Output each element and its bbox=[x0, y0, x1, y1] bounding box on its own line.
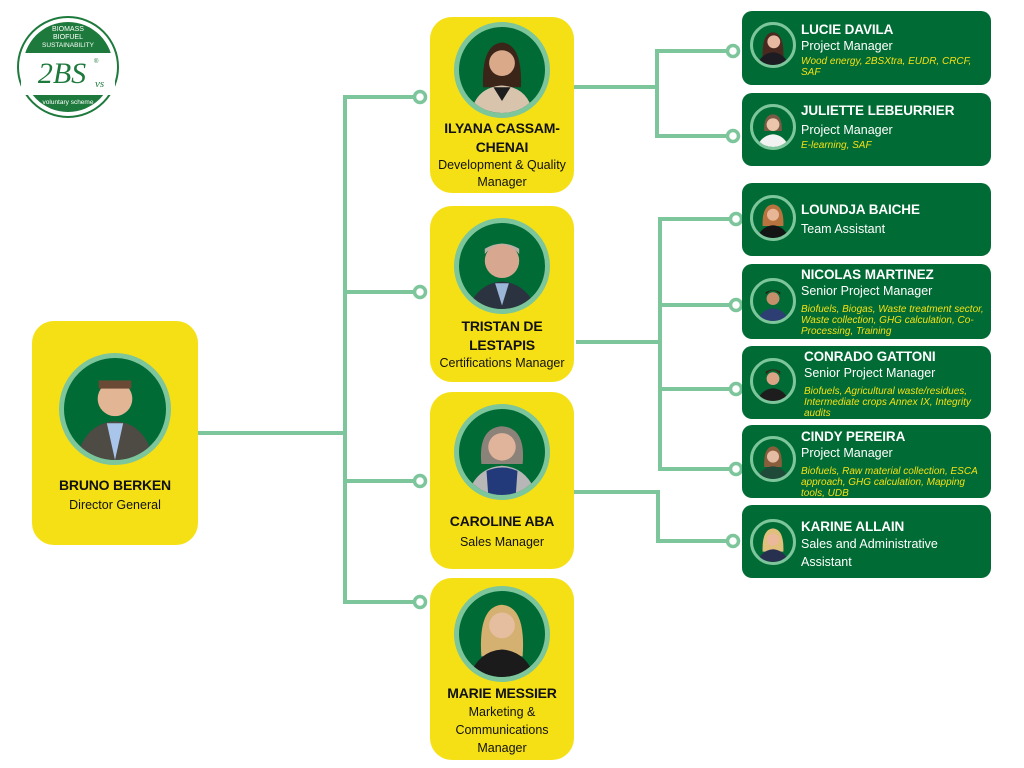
connector-node bbox=[728, 211, 744, 227]
connector-node bbox=[725, 533, 741, 549]
staff-role: Project Manager bbox=[801, 39, 893, 53]
staff-expertise: Wood energy, 2BSXtra, EUDR, CRCF, SAF bbox=[801, 56, 972, 78]
manager-card-caroline[interactable]: CAROLINE ABA Sales Manager bbox=[430, 392, 574, 569]
staff-card-conrado[interactable]: CONRADO GATTONI Senior Project Manager B… bbox=[742, 346, 991, 419]
staff-role: Project Manager bbox=[801, 446, 893, 460]
director-card[interactable]: BRUNO BERKEN Director General bbox=[32, 321, 198, 545]
connector-node bbox=[412, 594, 428, 610]
staff-role-line: Sales and Administrative bbox=[801, 537, 938, 551]
staff-photo bbox=[750, 195, 796, 241]
staff-card-loundja[interactable]: LOUNDJA BAICHE Team Assistant bbox=[742, 183, 991, 256]
staff-card-nicolas[interactable]: NICOLAS MARTINEZ Senior Project Manager … bbox=[742, 264, 991, 339]
connector-node bbox=[728, 381, 744, 397]
manager-photo bbox=[454, 22, 550, 118]
staff-role: Team Assistant bbox=[801, 222, 886, 236]
staff-expertise: Biofuels, Biogas, Waste treatment sector… bbox=[801, 304, 984, 337]
staff-name: CINDY PEREIRA bbox=[801, 429, 906, 444]
connector-node bbox=[728, 461, 744, 477]
connector-node bbox=[725, 43, 741, 59]
staff-name: KARINE ALLAIN bbox=[801, 519, 905, 534]
connector-to-karine bbox=[572, 490, 729, 543]
connector-node bbox=[412, 89, 428, 105]
svg-text:vs: vs bbox=[95, 78, 104, 90]
manager-role-line: Manager bbox=[477, 175, 527, 189]
manager-role-line: Marketing & bbox=[468, 705, 536, 719]
manager-name-line: TRISTAN DE bbox=[461, 318, 543, 334]
director-role: Director General bbox=[69, 498, 161, 512]
staff-role: Senior Project Manager bbox=[804, 366, 936, 380]
svg-text:BIOFUEL: BIOFUEL bbox=[53, 34, 83, 41]
staff-card-cindy[interactable]: CINDY PEREIRA Project Manager Biofuels, … bbox=[742, 425, 991, 499]
2bs-logo: BIOMASS BIOFUEL SUSTAINABILITY 2BS vs ® … bbox=[16, 15, 120, 119]
manager-name-line: ILYANA CASSAM- bbox=[444, 120, 560, 136]
manager-role-line: Certifications Manager bbox=[439, 356, 565, 370]
staff-role-line: Assistant bbox=[801, 555, 852, 569]
staff-name: NICOLAS MARTINEZ bbox=[801, 267, 934, 282]
connector-node bbox=[412, 473, 428, 489]
manager-role-line: Development & Quality bbox=[438, 158, 566, 172]
staff-card-lucie[interactable]: LUCIE DAVILA Project Manager Wood energy… bbox=[742, 11, 991, 85]
staff-card-juliette[interactable]: JULIETTE LEBEURRIER Project Manager E-le… bbox=[742, 93, 991, 166]
manager-role-line: Communications bbox=[455, 723, 549, 737]
staff-name: JULIETTE LEBEURRIER bbox=[801, 103, 955, 118]
staff-role: Senior Project Manager bbox=[801, 284, 933, 298]
manager-role-line: Sales Manager bbox=[459, 535, 545, 549]
svg-text:2BS: 2BS bbox=[38, 57, 86, 90]
staff-name: CONRADO GATTONI bbox=[804, 349, 936, 364]
staff-expertise: Biofuels, Raw material collection, ESCA … bbox=[801, 466, 978, 499]
manager-name-line: CAROLINE ABA bbox=[449, 513, 555, 529]
manager-card-tristan[interactable]: TRISTAN DE LESTAPIS Certifications Manag… bbox=[430, 206, 574, 382]
staff-card-karine[interactable]: KARINE ALLAIN Sales and Administrative A… bbox=[742, 505, 991, 578]
connector-node bbox=[412, 284, 428, 300]
manager-card-marie[interactable]: MARIE MESSIER Marketing & Communications… bbox=[430, 578, 574, 760]
connector-node bbox=[728, 297, 744, 313]
staff-name: LOUNDJA BAICHE bbox=[801, 202, 920, 217]
svg-text:voluntary scheme: voluntary scheme bbox=[43, 99, 94, 106]
staff-photo bbox=[750, 519, 796, 565]
staff-expertise: E-learning, SAF bbox=[801, 140, 872, 151]
svg-text:SUSTAINABILITY: SUSTAINABILITY bbox=[42, 42, 95, 49]
manager-photo bbox=[454, 586, 550, 682]
svg-text:BIOMASS: BIOMASS bbox=[52, 26, 84, 33]
staff-expertise: Biofuels, Agricultural waste/residues, I… bbox=[804, 386, 971, 419]
staff-name: LUCIE DAVILA bbox=[801, 22, 894, 37]
connector-node bbox=[725, 128, 741, 144]
staff-photo bbox=[750, 104, 796, 150]
manager-name-line: LESTAPIS bbox=[469, 337, 535, 353]
staff-photo bbox=[750, 22, 796, 68]
staff-photo bbox=[750, 436, 796, 482]
svg-text:®: ® bbox=[94, 58, 99, 65]
manager-name-line: MARIE MESSIER bbox=[447, 685, 557, 701]
manager-photo bbox=[454, 404, 550, 500]
director-name: BRUNO BERKEN bbox=[59, 477, 171, 493]
manager-photo bbox=[454, 218, 550, 314]
manager-role-line: Manager bbox=[477, 741, 527, 755]
director-photo bbox=[59, 353, 171, 465]
staff-photo bbox=[750, 358, 796, 404]
staff-role: Project Manager bbox=[801, 123, 893, 137]
staff-photo bbox=[750, 278, 796, 324]
manager-card-ilyana[interactable]: ILYANA CASSAM- CHENAI Development & Qual… bbox=[430, 17, 574, 193]
manager-name-line: CHENAI bbox=[475, 139, 529, 155]
